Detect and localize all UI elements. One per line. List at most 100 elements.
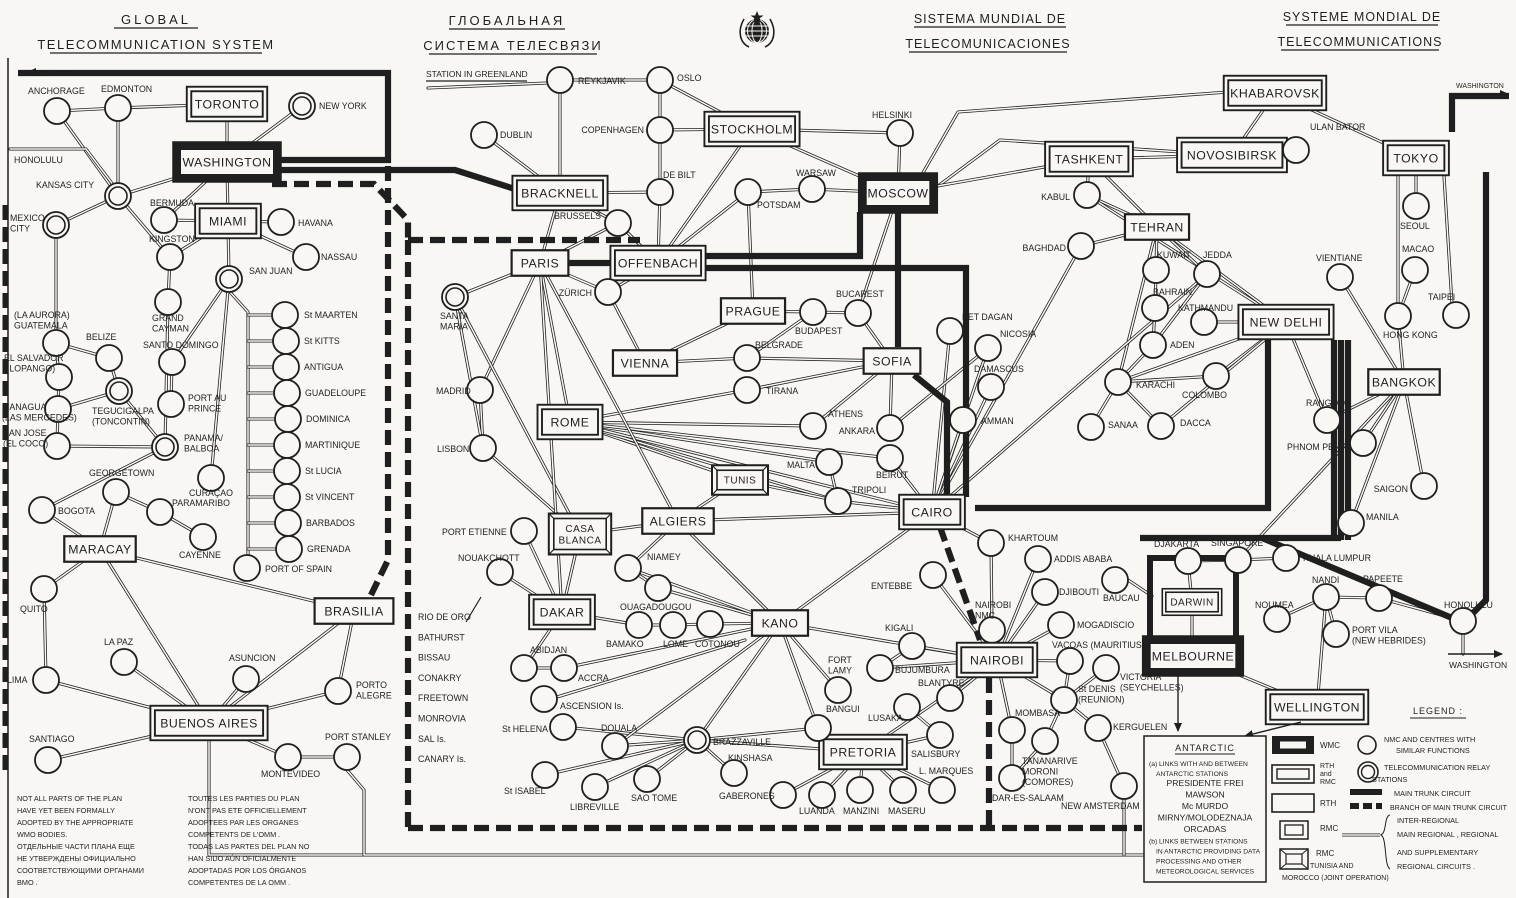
node-label-belgrade: BELGRADE (755, 340, 803, 350)
legend-swatch-rmcj (1301, 848, 1309, 855)
circuit-line-core (677, 520, 781, 624)
node-tripoli (824, 487, 852, 515)
node-cotonou (696, 610, 724, 638)
circuit-line-core (990, 542, 993, 631)
node-label-tananarive: MORONI (1022, 767, 1058, 777)
node-label-lisbon: LISBON (437, 444, 469, 454)
legend-label-1: RTH (1320, 763, 1334, 770)
node-label-nouakchott: NOUAKCHOTT (458, 553, 520, 563)
annotation-text-13: BISSAU (418, 653, 450, 663)
main-trunk-line (18, 69, 392, 164)
node-label-belize: BELIZE (86, 332, 116, 342)
node-label-oslo: OSLO (677, 73, 702, 83)
node-tunis-corner (762, 464, 769, 471)
annotation-text-13: CANARY Is. (418, 754, 466, 764)
annotation-text-14: ADOPTED BY THE APPROPRIATE (17, 818, 134, 827)
annotation-text-16: ОТДЕЛЬНЫЕ ЧАСТИ ПЛАНА ЕЩЕ (17, 842, 135, 851)
main-trunk-line (272, 166, 522, 194)
legend-brace (1379, 814, 1391, 870)
node-label-casablanca: BLANCA (558, 535, 601, 546)
circuit-line-core (696, 622, 781, 741)
node-baghdad (1067, 232, 1095, 260)
node-label-djibouti: DJIBOUTI (1059, 587, 1099, 597)
node-label-tehran: TEHRAN (1130, 220, 1184, 234)
circuit-line-core (614, 622, 781, 747)
annotation-text-15: COMPETENTS DE L'OMM . (188, 830, 280, 839)
node-cayenne (189, 523, 217, 551)
node-santamaria-inner (445, 287, 465, 307)
legend-label-11: TELECOMMUNICATION RELAY (1384, 763, 1490, 772)
main-trunk-line (1448, 92, 1509, 132)
node-label-bamako: BAMAKO (606, 639, 644, 649)
node-label-kinshasa: KINSHASA (728, 753, 773, 763)
legend-label-13: MAIN TRUNK CIRCUIT (1394, 789, 1471, 798)
node-portetienne (510, 517, 538, 545)
node-gaberones (769, 781, 797, 809)
node-label-novosibirsk: NOVOSIBIRSK (1187, 148, 1278, 162)
node-label-baghdad: BAGHDAD (1022, 243, 1066, 253)
node-kansascity-inner (108, 186, 128, 206)
node-label-brazzaville: BRAZZAVILLE (713, 737, 771, 747)
node-khartoum (977, 529, 1005, 557)
node-label-seoul: SEOUL (1400, 221, 1430, 231)
node-label-montevideo: MONTEVIDEO (261, 769, 320, 779)
node-label-kigali: KIGALI (885, 623, 913, 633)
node-label-havana: HAVANA (298, 218, 333, 228)
node-kuwait (1142, 256, 1170, 284)
legend-swatch-rmcj (1285, 853, 1303, 865)
node-label-sanjose: SAN JOSE (3, 428, 47, 438)
node-label-prague: PRAGUE (726, 304, 781, 318)
node-phnompenh (1349, 429, 1377, 457)
circuit-line-core (427, 82, 548, 89)
node-label-kabul: KABUL (1041, 192, 1070, 202)
circuit-line-core (931, 386, 992, 513)
node-label-sthelena: St HELENA (502, 724, 548, 734)
node-toronto (190, 90, 264, 118)
node-label-accra: ACCRA (578, 673, 609, 683)
circuit-line-core (1443, 175, 1453, 305)
node-label-grandcayman: CAYMAN (152, 324, 189, 334)
main-trunk-line (700, 212, 864, 260)
antarctic-text: METEOROLOGICAL SERVICES (1156, 869, 1255, 876)
node-debilt (646, 178, 674, 206)
node-helsinki (886, 119, 914, 147)
wmo-laurel-right (764, 18, 775, 48)
node-kathmandu (1190, 308, 1218, 336)
node-stdenis (1050, 686, 1078, 714)
node-label-tegucigalpa: (TONCONTIN) (92, 417, 150, 427)
node-label-ulanbator: ULAN BATOR (1310, 122, 1365, 132)
node-label-maracay: MARACAY (68, 542, 131, 556)
node-label-cayenne: CAYENNE (179, 550, 221, 560)
node-stvincent (273, 483, 301, 511)
wmo-logo (739, 11, 775, 48)
node-label-kano: KANO (762, 616, 799, 630)
node-label-miami: MIAMI (209, 214, 247, 228)
node-dakar (532, 598, 592, 626)
node-label-kualalumpur: KUALA LUMPUR (1303, 553, 1371, 563)
node-label-kuwait: KUWAIT (1157, 250, 1192, 260)
legend-label-15: INTER-REGIONAL (1397, 816, 1459, 825)
node-kingston (156, 243, 184, 271)
circuit-line-core (747, 191, 754, 312)
node-maseru (889, 776, 917, 804)
circuit-line-core (569, 421, 814, 427)
node-label-libreville: LIBREVILLE (570, 802, 620, 812)
node-sanaa (1077, 413, 1105, 441)
annotation-text-12: WASHINGTON (1449, 660, 1507, 670)
legend-label-4: RTH (1320, 799, 1337, 808)
node-label-bogota: BOGOTA (58, 506, 95, 516)
legend-swatch-rr (1271, 764, 1315, 784)
legend-swatch-wmc (1280, 741, 1306, 749)
node-djibouti (1031, 578, 1059, 606)
node-label-stdenis: St DENIS (1078, 684, 1116, 694)
annotation-text-14: NOT ALL PARTS OF THE PLAN (17, 794, 122, 803)
node-label-managua: MANAGUA (2, 402, 47, 412)
node-label-dublin: DUBLIN (500, 130, 532, 140)
node-label-bangkok: BANGKOK (1372, 375, 1437, 389)
node-label-elsalvador: EL SALVADOR (4, 353, 63, 363)
node-label-sanaa: SANAA (1108, 420, 1138, 430)
node-label-singapore: SINGAPORE (1211, 538, 1263, 548)
node-label-edmonton: EDMONTON (101, 84, 152, 94)
